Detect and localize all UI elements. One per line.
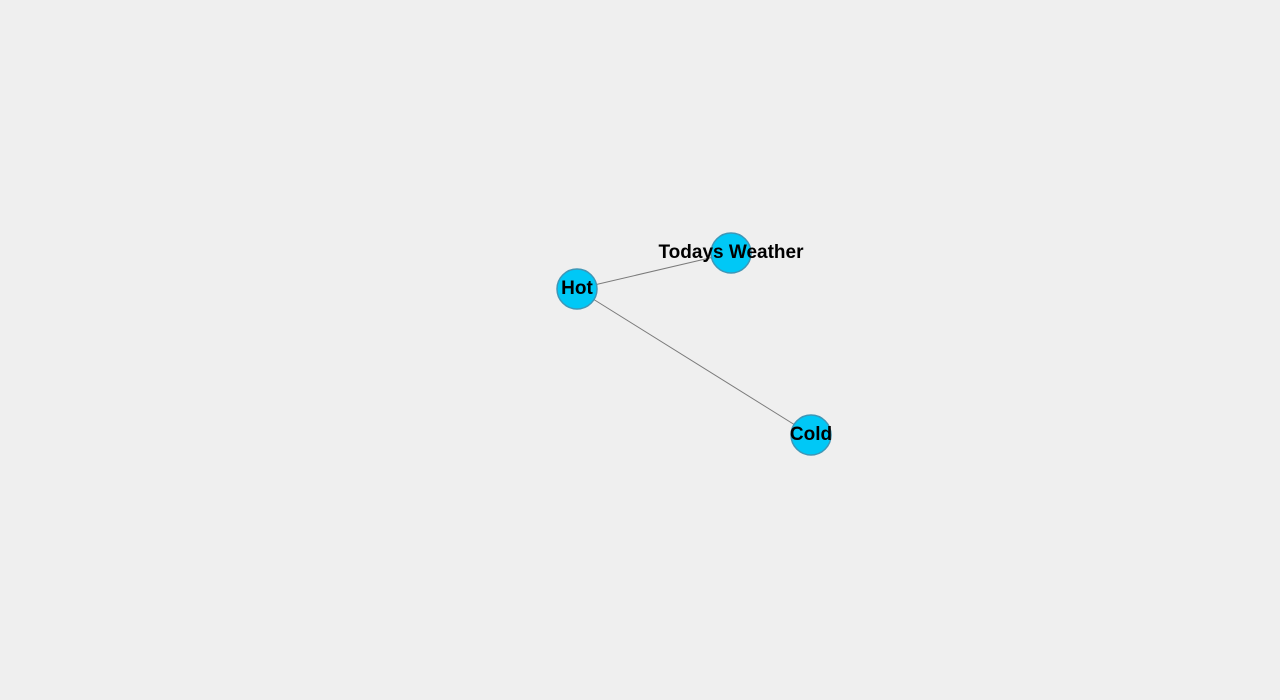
node-circle[interactable]: [556, 268, 598, 310]
edge-hot-cold: [576, 288, 812, 436]
node-label: Cold: [790, 424, 832, 445]
node-label: Todays Weather: [658, 242, 804, 263]
edge-layer: [576, 252, 812, 436]
edge-hot-todays-weather: [576, 252, 732, 290]
node-label: Hot: [561, 278, 593, 299]
node-circle[interactable]: [710, 232, 752, 274]
node-circle[interactable]: [790, 414, 832, 456]
node-hot[interactable]: Hot: [556, 268, 598, 310]
node-cold[interactable]: Cold: [790, 414, 832, 456]
node-todays-weather[interactable]: Todays Weather: [658, 232, 804, 274]
